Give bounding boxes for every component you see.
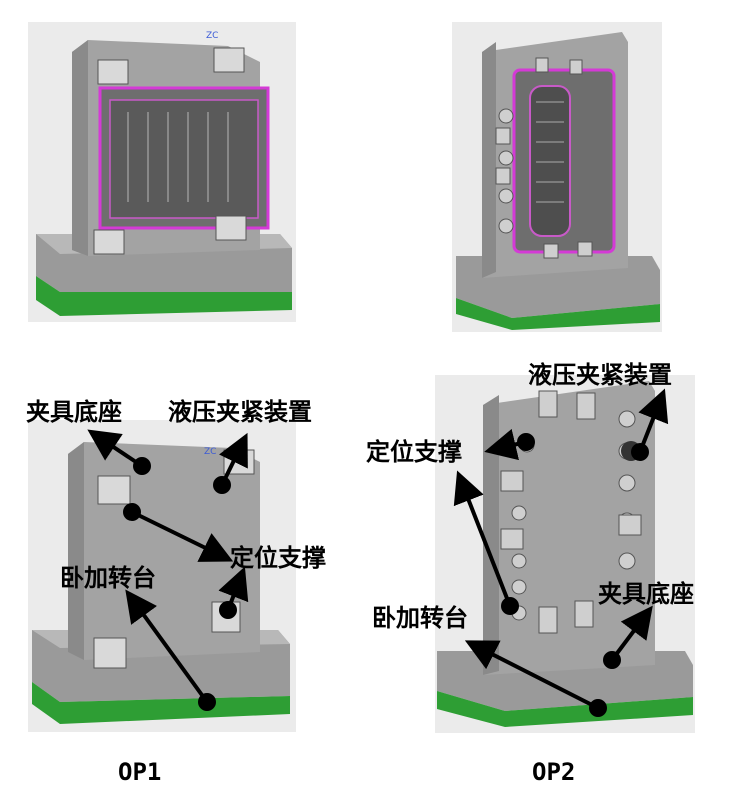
op1-fixture-view: ZC xyxy=(28,420,296,732)
op2-fixture-base-label: 夹具底座 xyxy=(598,580,694,608)
op2-part-render xyxy=(452,22,662,332)
op1-fixture-base-label: 夹具底座 xyxy=(26,398,122,426)
op2-hydraulic-clamp-label: 液压夹紧装置 xyxy=(528,361,672,389)
op1-hydraulic-clamp-label: 液压夹紧装置 xyxy=(168,398,312,426)
op1-bottom-axis-label: ZC xyxy=(204,447,216,457)
op1-rotary-table-label: 卧加转台 xyxy=(60,564,156,592)
op2-positioning-support-label: 定位支撑 xyxy=(366,438,462,466)
op2-part-view xyxy=(452,22,662,332)
op1-fixture-render: ZC xyxy=(28,420,296,732)
op1-part-render: ZC xyxy=(28,22,296,322)
op2-fixture-view xyxy=(435,375,695,733)
op1-positioning-support-label: 定位支撑 xyxy=(230,544,326,572)
op1-top-axis-label: ZC xyxy=(206,31,218,41)
op2-fixture-render xyxy=(435,375,695,733)
op2-rotary-table-label: 卧加转台 xyxy=(372,604,468,632)
op2-caption: OP2 xyxy=(532,758,576,786)
op1-part-view: ZC xyxy=(28,22,296,322)
op1-caption: OP1 xyxy=(118,758,162,786)
